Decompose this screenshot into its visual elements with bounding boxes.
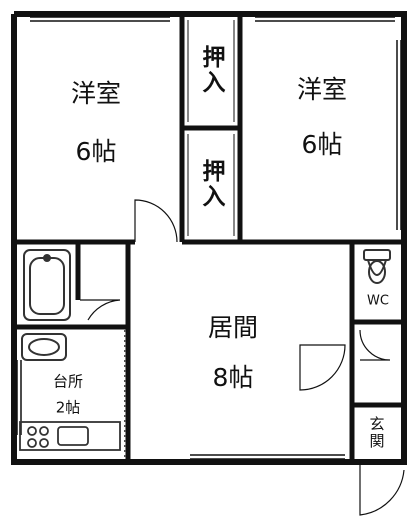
interior-walls [14, 14, 404, 462]
closet-bottom-label: 押入 [198, 159, 224, 209]
toilet-icon [363, 249, 391, 284]
door-arc-toilet [359, 329, 391, 361]
toilet-label: WC [367, 293, 389, 309]
kitchen-name: 台所 [52, 372, 84, 391]
western-right-name: 洋室 [296, 75, 348, 104]
closet-details [187, 20, 235, 236]
western-left-size: 6帖 [75, 137, 117, 166]
stove-icon [19, 421, 121, 451]
entrance-label: 玄関 [367, 416, 386, 450]
bathtub-icon [23, 249, 71, 321]
closet-top-label: 押入 [198, 45, 224, 95]
living-size: 8帖 [212, 363, 254, 392]
outer-walls [11, 11, 407, 465]
window-lines [16, 16, 402, 460]
kitchen-size: 2帖 [55, 398, 81, 417]
door-arc-bath [80, 299, 121, 321]
door-arc-living [299, 344, 346, 391]
washbasin-icon [21, 333, 67, 361]
door-arc-western-left [134, 199, 178, 243]
door-arc-entrance [359, 462, 405, 516]
western-right-size: 6帖 [301, 130, 343, 159]
doors [80, 199, 405, 516]
living-name: 居間 [207, 313, 259, 342]
western-left-name: 洋室 [70, 79, 122, 108]
